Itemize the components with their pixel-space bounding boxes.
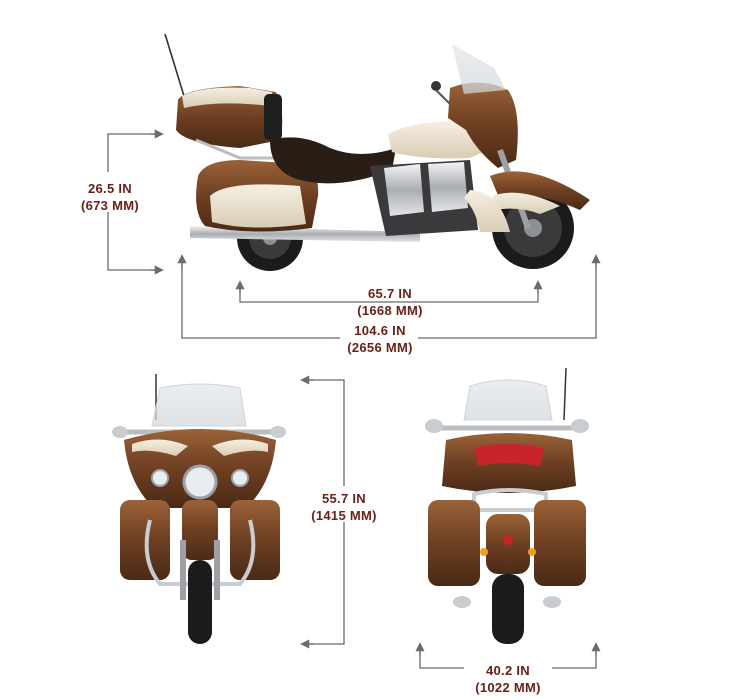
overall-height-imperial: 55.7 IN bbox=[321, 491, 366, 506]
motorcycle-front-view bbox=[112, 374, 286, 644]
overall-width-imperial: 40.2 IN bbox=[485, 663, 530, 678]
wheelbase-imperial: 65.7 IN bbox=[367, 286, 412, 301]
seat-height-label: 26.5 IN (673 MM) bbox=[62, 180, 158, 214]
overall-height-metric: (1415 MM) bbox=[311, 508, 377, 523]
overall-height-label: 55.7 IN (1415 MM) bbox=[296, 490, 392, 524]
overall-width-dimension-line bbox=[415, 642, 601, 669]
overall-length-dimension-line bbox=[177, 254, 601, 339]
wheelbase-metric: (1668 MM) bbox=[357, 303, 423, 318]
overall-length-metric: (2656 MM) bbox=[347, 340, 413, 355]
wheelbase-label: 65.7 IN (1668 MM) bbox=[340, 285, 440, 319]
overall-width-label: 40.2 IN (1022 MM) bbox=[458, 662, 558, 696]
overall-height-dimension-line bbox=[300, 375, 345, 649]
motorcycle-rear-view bbox=[425, 367, 589, 644]
seat-height-dimension-line bbox=[107, 129, 164, 275]
overall-length-label: 104.6 IN (2656 MM) bbox=[330, 322, 430, 356]
overall-width-metric: (1022 MM) bbox=[475, 680, 541, 695]
seat-height-imperial: 26.5 IN bbox=[87, 181, 132, 196]
wheelbase-dimension-line bbox=[235, 280, 543, 303]
overall-length-imperial: 104.6 IN bbox=[354, 323, 406, 338]
motorcycle-side-view bbox=[164, 33, 590, 271]
seat-height-metric: (673 MM) bbox=[80, 198, 140, 213]
